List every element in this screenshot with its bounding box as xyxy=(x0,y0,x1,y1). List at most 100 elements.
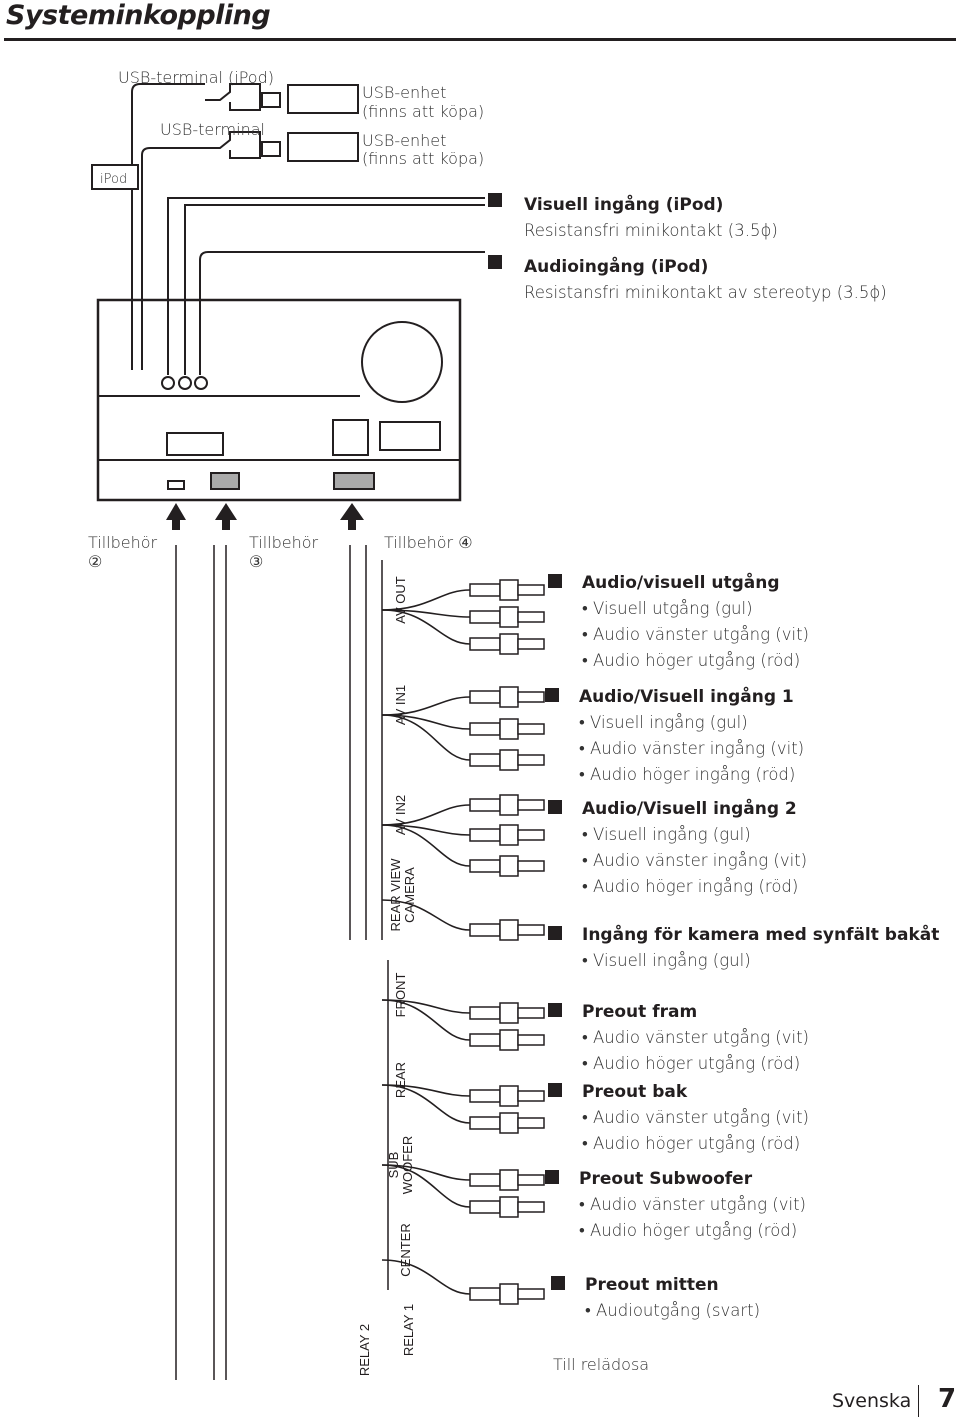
bullet-square xyxy=(551,1276,565,1290)
section-item: • Audio vänster utgång (vit) xyxy=(582,625,809,644)
connector xyxy=(379,421,441,451)
usb-device-label: USB-enhet xyxy=(362,131,446,150)
title-rule xyxy=(4,38,956,41)
section-heading: Preout mitten xyxy=(585,1275,719,1295)
usb-terminal-ipod xyxy=(205,83,359,114)
connector xyxy=(166,432,224,456)
cable-label: AV IN1 xyxy=(393,685,408,725)
section-heading: Visuell ingång (iPod) xyxy=(524,193,723,215)
cable-label: RELAY 1 xyxy=(401,1304,416,1356)
section-heading: Audio/visuell utgång xyxy=(582,571,780,593)
footer-divider xyxy=(918,1385,919,1417)
rca-cable xyxy=(381,714,471,730)
connector xyxy=(167,480,185,490)
accessory-2-label: Tillbehör xyxy=(88,533,158,552)
section-heading: Preout Subwoofer xyxy=(579,1169,753,1189)
accessory-2-number: ② xyxy=(88,552,102,571)
unit-panel-lines xyxy=(98,395,460,461)
section-heading: Audioingång (iPod) xyxy=(524,255,708,277)
section-item: • Visuell utgång (gul) xyxy=(582,599,753,618)
rca-plug xyxy=(469,606,545,628)
page-title: Systeminkoppling xyxy=(6,0,271,31)
rca-cable xyxy=(381,804,471,826)
section-item: • Audio vänster utgång (vit) xyxy=(582,1108,809,1127)
rca-plug xyxy=(469,1112,545,1134)
usb-device-note: (finns att köpa) xyxy=(362,149,484,168)
section-item: • Audio vänster utgång (vit) xyxy=(579,1195,806,1214)
accessory-4-label: Tillbehör ④ xyxy=(384,533,473,552)
rca-plug xyxy=(469,1196,545,1218)
section-item: • Audio höger utgång (röd) xyxy=(582,1054,800,1073)
rca-cable xyxy=(381,1164,471,1208)
rca-plug xyxy=(469,579,545,601)
section-item: • Audio höger utgång (röd) xyxy=(582,651,800,670)
rca-plug xyxy=(469,718,545,740)
usb-ipod-cable xyxy=(131,83,205,370)
bullet-square xyxy=(545,688,559,702)
jack xyxy=(194,376,208,390)
rca-cable xyxy=(381,609,471,645)
rca-plug xyxy=(469,824,545,846)
rca-plug xyxy=(469,749,545,771)
audio-ipod-cable-2 xyxy=(199,251,485,375)
section-item: • Audio vänster ingång (vit) xyxy=(582,851,807,870)
cable-label: CENTER xyxy=(398,1223,413,1276)
bullet-square xyxy=(548,574,562,588)
section-heading: Preout bak xyxy=(582,1082,688,1102)
video-ipod-cable xyxy=(167,197,485,375)
rca-cable xyxy=(381,824,471,867)
audio-ipod-cable xyxy=(184,204,485,375)
section-item: • Audioutgång (svart) xyxy=(585,1301,760,1320)
ipod-box xyxy=(91,164,139,190)
rca-plug xyxy=(469,686,545,708)
accessory-3-number: ③ xyxy=(249,552,263,571)
usb-device-note: (finns att köpa) xyxy=(362,102,484,121)
cable-label: SUB xyxy=(386,1152,401,1179)
bullet-square xyxy=(548,800,562,814)
cable-label: CAMERA xyxy=(402,867,417,923)
rca-cable xyxy=(381,999,471,1041)
usb-cable xyxy=(141,147,205,370)
cable-label: REAR xyxy=(393,1062,408,1098)
connector xyxy=(210,472,240,490)
relay-box-label: Till relädosa xyxy=(553,1355,649,1374)
bullet-square xyxy=(545,1170,559,1184)
jack xyxy=(178,376,192,390)
rca-cable xyxy=(381,589,471,611)
section-item: • Visuell ingång (gul) xyxy=(579,713,748,732)
section-item: • Audio höger utgång (röd) xyxy=(579,1221,797,1240)
rca-plug xyxy=(469,1085,545,1107)
section-sub: Resistansfri minikontakt (3.5ϕ) xyxy=(524,221,778,240)
section-heading: Preout fram xyxy=(582,1002,697,1022)
section-sub: Resistansfri minikontakt av stereotyp (3… xyxy=(524,283,887,302)
cable-label: FRONT xyxy=(393,973,408,1018)
rca-plug xyxy=(469,1002,545,1024)
usb-ipod-terminal-label: USB-terminal (iPod) xyxy=(118,68,274,87)
usb-terminal-label: USB-terminal xyxy=(160,120,265,139)
rca-cable xyxy=(381,696,471,716)
cable-label: RELAY 2 xyxy=(357,1324,372,1376)
footer-language: Svenska xyxy=(832,1390,912,1412)
section-heading: Ingång för kamera med synfält bakåt xyxy=(582,923,939,945)
section-item: • Audio vänster ingång (vit) xyxy=(579,739,804,758)
cable-label: REAR VIEW xyxy=(388,858,403,932)
page-number: 7 xyxy=(938,1384,957,1414)
ipod-label: iPod xyxy=(100,172,127,187)
section-item: • Audio vänster utgång (vit) xyxy=(582,1028,809,1047)
cable-label: WOOFER xyxy=(400,1136,415,1195)
bullet-square xyxy=(548,1003,562,1017)
din-connector xyxy=(332,419,369,456)
bullet-square xyxy=(548,1083,562,1097)
bullet-square xyxy=(488,193,502,207)
rca-cable xyxy=(381,1259,471,1295)
section-item: • Audio höger utgång (röd) xyxy=(582,1134,800,1153)
accessory-3-label: Tillbehör xyxy=(249,533,319,552)
bullet-square xyxy=(488,255,502,269)
section-heading: Audio/Visuell ingång 2 xyxy=(582,797,797,819)
rca-cable xyxy=(381,899,471,931)
head-unit xyxy=(96,298,462,502)
usb-device-label: USB-enhet xyxy=(362,83,446,102)
usb-terminal xyxy=(205,131,359,162)
